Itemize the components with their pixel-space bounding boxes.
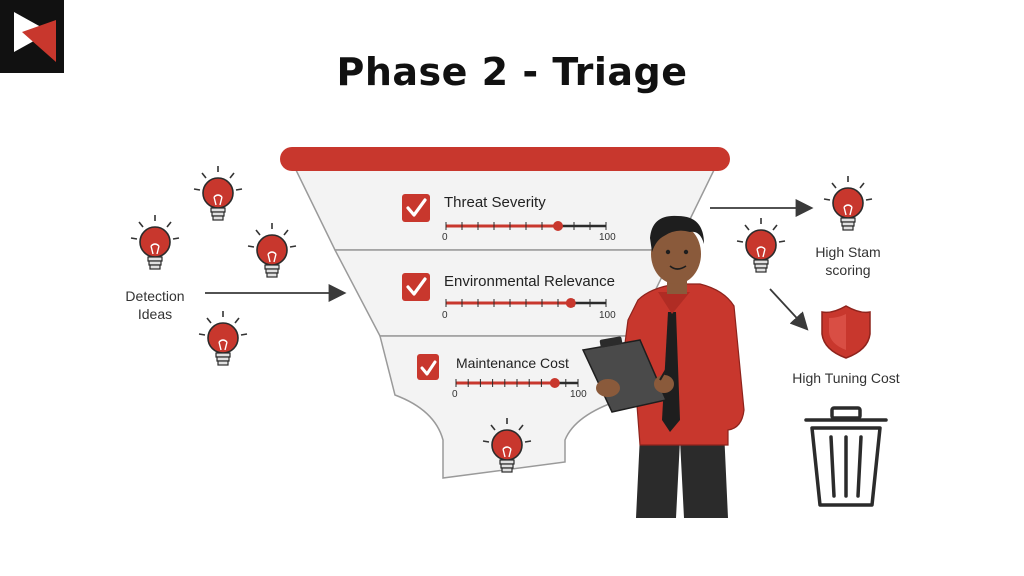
checkbox-icon [402,194,430,222]
lightbulb-icon [198,310,248,366]
slider-min-label: 0 [442,310,448,321]
funnel-rim [280,147,730,171]
slider-max-label: 100 [599,310,616,321]
rejection-arrow [769,288,809,331]
criterion-label-threat-severity: Threat Severity [444,194,546,211]
lightbulb-icon [823,175,873,231]
slider-min-label: 0 [442,232,448,243]
slider-max-label: 100 [570,389,587,400]
slider-min-label: 0 [452,389,458,400]
criterion-label-environmental-relevance: Environmental Relevance [444,273,615,290]
checkbox-icon [417,354,439,380]
analyst-figure [581,215,745,518]
shield-icon [821,305,871,359]
slider-knob [553,221,563,231]
slider-environmental-relevance [445,298,607,308]
criterion-label-maintenance-cost: Maintenance Cost [456,355,569,371]
slider-knob [549,378,560,388]
play-logo-icon [0,0,64,73]
lightbulb-icon [247,222,297,278]
lightbulb-icon [736,217,786,273]
trash-can-icon [804,406,888,507]
checkbox-icon [402,273,430,301]
high-tuning-cost-label: High Tuning Cost [792,370,900,386]
lightbulb-icon [193,165,243,221]
slider-knob [565,298,576,308]
funnel [280,147,730,479]
lightbulb-icon [130,214,180,270]
slider-threat-severity [445,221,607,231]
page-title: Phase 2 - Triage [336,50,688,94]
slider-max-label: 100 [599,232,616,243]
brand-logo [0,0,64,73]
slider-maintenance-cost [455,378,579,388]
